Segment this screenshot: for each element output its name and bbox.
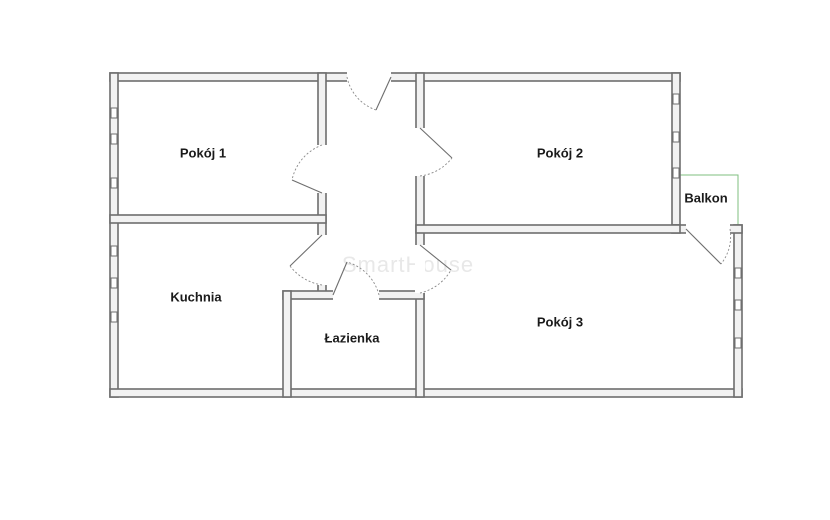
room-label-lazienka: Łazienka bbox=[325, 330, 381, 345]
window-marks bbox=[110, 93, 742, 349]
room-label-balkon: Balkon bbox=[684, 190, 727, 205]
watermark: SmartHouse bbox=[342, 252, 474, 277]
room-label-kuchnia: Kuchnia bbox=[170, 289, 222, 304]
room-label-pokoj-2: Pokój 2 bbox=[537, 145, 583, 160]
outer-walls bbox=[109, 72, 743, 398]
interior-walls bbox=[109, 72, 681, 398]
room-label-pokoj-1: Pokój 1 bbox=[180, 145, 226, 160]
room-label-pokoj-3: Pokój 3 bbox=[537, 314, 583, 329]
door-swings bbox=[289, 76, 732, 296]
door-openings bbox=[317, 72, 730, 300]
room-labels: Pokój 1 Pokój 2 Balkon Kuchnia Łazienka … bbox=[170, 145, 727, 345]
